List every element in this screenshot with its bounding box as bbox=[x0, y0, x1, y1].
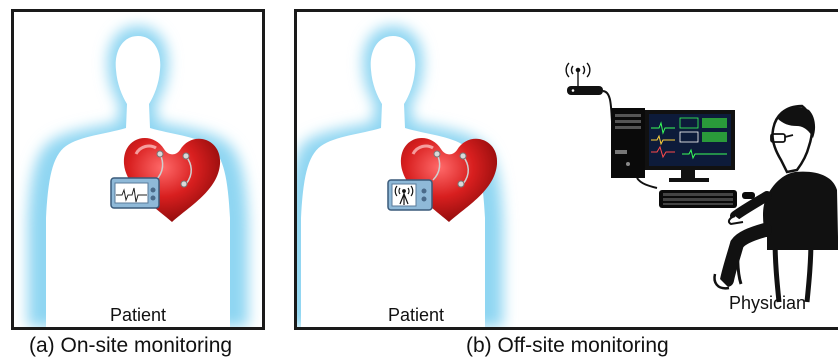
keyboard-icon bbox=[659, 190, 755, 208]
panel-on-site: Patient bbox=[11, 9, 265, 330]
off-site-illustration bbox=[297, 12, 838, 327]
patient-monitor-display bbox=[637, 110, 735, 188]
patient-label: Patient bbox=[110, 305, 166, 326]
ecg-monitor-device bbox=[111, 178, 159, 208]
patient-label: Patient bbox=[388, 305, 444, 326]
wireless-sensor-device bbox=[388, 180, 432, 210]
caption-on-site: (a) On-site monitoring bbox=[29, 334, 232, 358]
panel-off-site: Patient Physician bbox=[294, 9, 838, 330]
caption-off-site: (b) Off-site monitoring bbox=[466, 334, 669, 358]
on-site-illustration bbox=[14, 12, 262, 327]
computer-tower-icon bbox=[611, 108, 645, 178]
physician-label: Physician bbox=[729, 293, 806, 314]
